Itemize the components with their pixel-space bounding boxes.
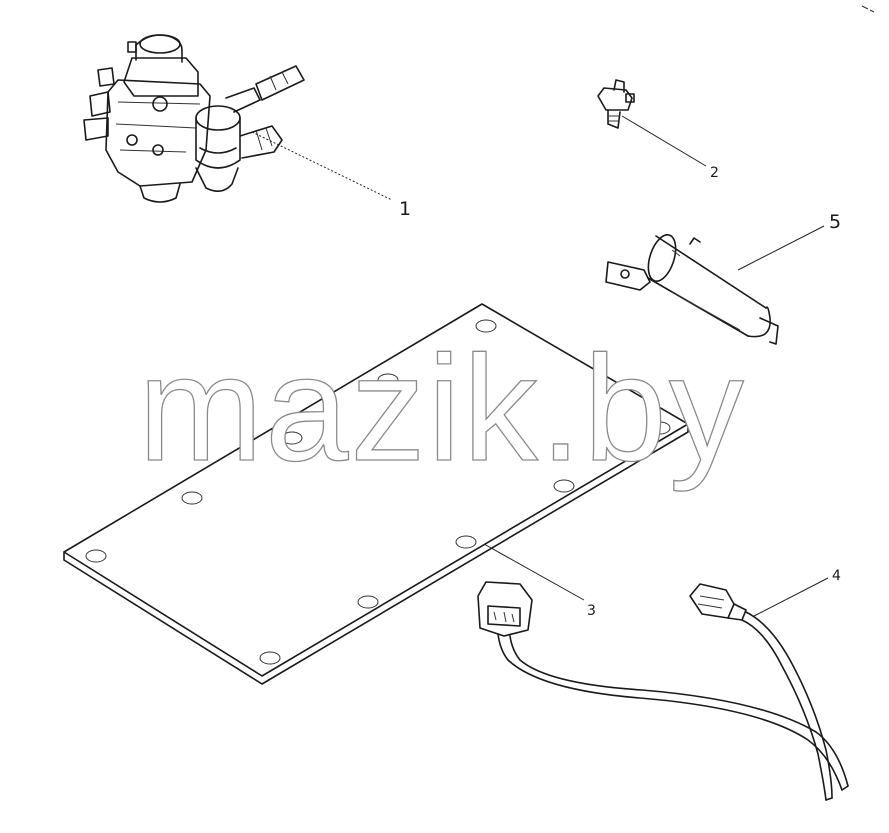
callout-5: 5 xyxy=(829,211,841,233)
leader-2 xyxy=(621,115,707,167)
harness-connector-left xyxy=(477,581,849,791)
leader-4 xyxy=(753,577,829,617)
part-1-valve-assembly xyxy=(83,34,305,203)
part-5-filter xyxy=(605,234,779,345)
part-4-harness xyxy=(689,583,833,801)
leader-3 xyxy=(483,543,585,601)
callout-1: 1 xyxy=(399,198,411,220)
watermark-text: mazik.by xyxy=(138,324,746,492)
callout-3: 3 xyxy=(587,603,596,619)
callout-4: 4 xyxy=(832,568,841,584)
corner-mark xyxy=(861,5,875,13)
callout-2: 2 xyxy=(710,165,719,181)
leader-1 xyxy=(251,131,393,201)
leader-5 xyxy=(737,225,825,271)
part-2-sensor xyxy=(597,79,635,129)
part-3-gasket-plate xyxy=(63,303,689,685)
